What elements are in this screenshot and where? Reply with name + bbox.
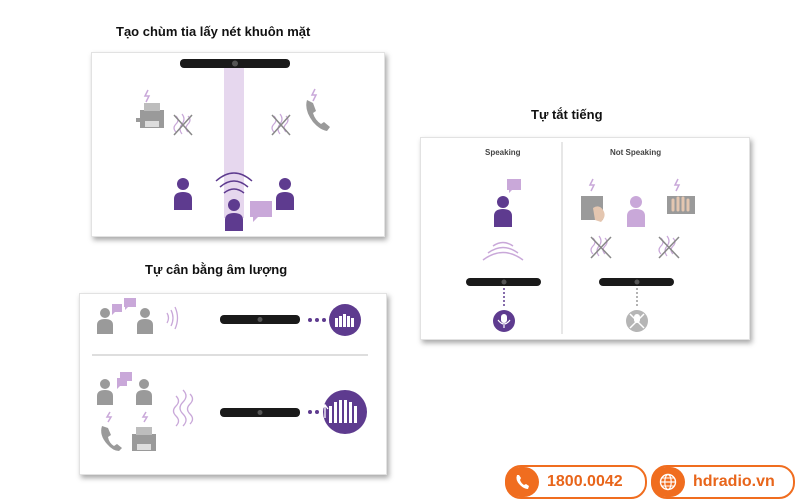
camera-bar xyxy=(466,278,541,286)
beamforming-diagram xyxy=(136,59,330,231)
auto-level-title: Tự cân bằng âm lượng xyxy=(145,262,288,277)
speech-bubble-icon xyxy=(112,304,122,315)
auto-level-diagram xyxy=(92,298,368,451)
beamforming-title: Tạo chùm tia lấy nét khuôn mặt xyxy=(116,24,311,39)
voice-waves-icon xyxy=(215,172,253,194)
person-icon xyxy=(97,379,113,405)
website-contact-pill[interactable]: hdradio.vn xyxy=(651,465,795,499)
typing-keyboard-icon xyxy=(667,196,695,214)
beamforming-panel xyxy=(91,52,385,237)
speech-bubble-icon xyxy=(124,298,136,310)
printer-icon xyxy=(136,103,164,128)
noise-spark-icon xyxy=(141,411,149,423)
phone-icon xyxy=(101,426,122,451)
volume-level-high-icon xyxy=(321,390,367,434)
camera-bar xyxy=(599,278,674,286)
noise-spark-icon xyxy=(673,178,681,192)
mic-muted-icon xyxy=(626,310,648,332)
speaking-label: Speaking xyxy=(485,148,521,157)
noise-spark-icon xyxy=(105,411,113,423)
focus-beam xyxy=(224,63,244,218)
speech-bubble-icon xyxy=(507,179,521,193)
phone-icon xyxy=(505,467,539,497)
camera-bar xyxy=(220,315,300,324)
person-icon xyxy=(276,178,294,210)
blocked-noise-icon xyxy=(590,235,612,259)
camera-bar xyxy=(220,408,300,417)
noise-spark-icon xyxy=(143,89,151,103)
blocked-noise-icon xyxy=(658,235,680,259)
speech-bubble-icon xyxy=(250,201,272,222)
blocked-noise-icon xyxy=(173,113,193,136)
speech-bubble-icon xyxy=(120,372,132,384)
auto-level-panel xyxy=(79,293,387,475)
phone-icon xyxy=(306,100,330,131)
paper-shuffle-icon xyxy=(581,196,605,222)
mic-on-icon xyxy=(493,310,515,332)
website-link[interactable]: hdradio.vn xyxy=(693,473,775,490)
globe-icon xyxy=(651,467,685,497)
camera-bar xyxy=(180,59,290,68)
not-speaking-label: Not Speaking xyxy=(610,148,661,157)
phone-number[interactable]: 1800.0042 xyxy=(547,473,623,490)
phone-contact-pill[interactable]: 1800.0042 xyxy=(505,465,647,499)
voice-waves-icon xyxy=(166,306,179,330)
person-icon xyxy=(136,379,152,405)
blocked-noise-icon xyxy=(271,113,291,136)
noise-spark-icon xyxy=(588,178,596,192)
auto-mute-diagram: Speaking Not Speaking xyxy=(466,142,695,334)
loud-noise-waves-icon xyxy=(172,389,194,427)
idle-person-icon xyxy=(627,196,645,227)
noise-spark-icon xyxy=(310,88,318,102)
auto-mute-panel: Speaking Not Speaking xyxy=(420,137,750,340)
person-icon xyxy=(97,308,113,334)
speaking-person-icon xyxy=(494,196,512,227)
voice-waves-icon xyxy=(482,241,524,261)
printer-icon xyxy=(132,427,156,451)
volume-level-low-icon xyxy=(329,304,361,336)
speaking-person-icon xyxy=(225,199,243,231)
auto-mute-title: Tự tắt tiếng xyxy=(531,107,603,122)
person-icon xyxy=(137,308,153,334)
person-icon xyxy=(174,178,192,210)
